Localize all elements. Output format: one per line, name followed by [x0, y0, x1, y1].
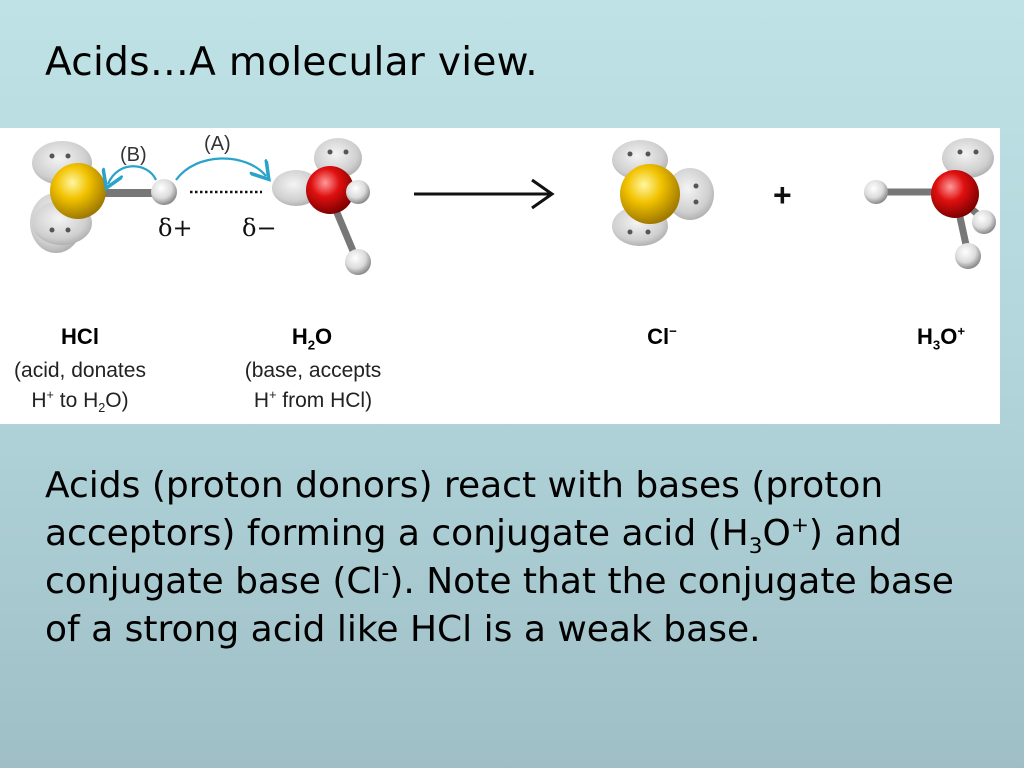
delta-plus-label: δ+ [158, 214, 193, 242]
plus-sign: + [773, 177, 792, 213]
body-paragraph: Acids (proton donors) react with bases (… [45, 465, 954, 650]
reaction-diagram: (B) (A) δ+ δ− [30, 133, 996, 275]
hydronium-ion [864, 138, 996, 269]
hcl-description: (acid, donates H+ to H2O) [14, 359, 146, 416]
hcl-molecule [30, 141, 177, 253]
arrow-a-label: (A) [204, 133, 231, 155]
hcl-formula: HCl [61, 324, 99, 349]
slide-title: Acids…A molecular view. [45, 40, 538, 85]
h2o-description: (base, accepts H+ from HCl) [244, 359, 382, 412]
delta-minus-label: δ− [242, 214, 277, 242]
curved-arrow-b [108, 165, 158, 184]
curved-arrow-a [175, 157, 266, 180]
h2o-formula: H2O [291, 324, 333, 353]
hydronium-formula: H3O+ [916, 323, 966, 353]
h2o-molecule [272, 138, 371, 275]
reaction-figure: (B) (A) δ+ δ− [0, 128, 1000, 424]
chloride-formula: Cl− [647, 323, 677, 349]
arrow-b-label: (B) [120, 144, 147, 166]
chloride-ion [612, 140, 714, 246]
